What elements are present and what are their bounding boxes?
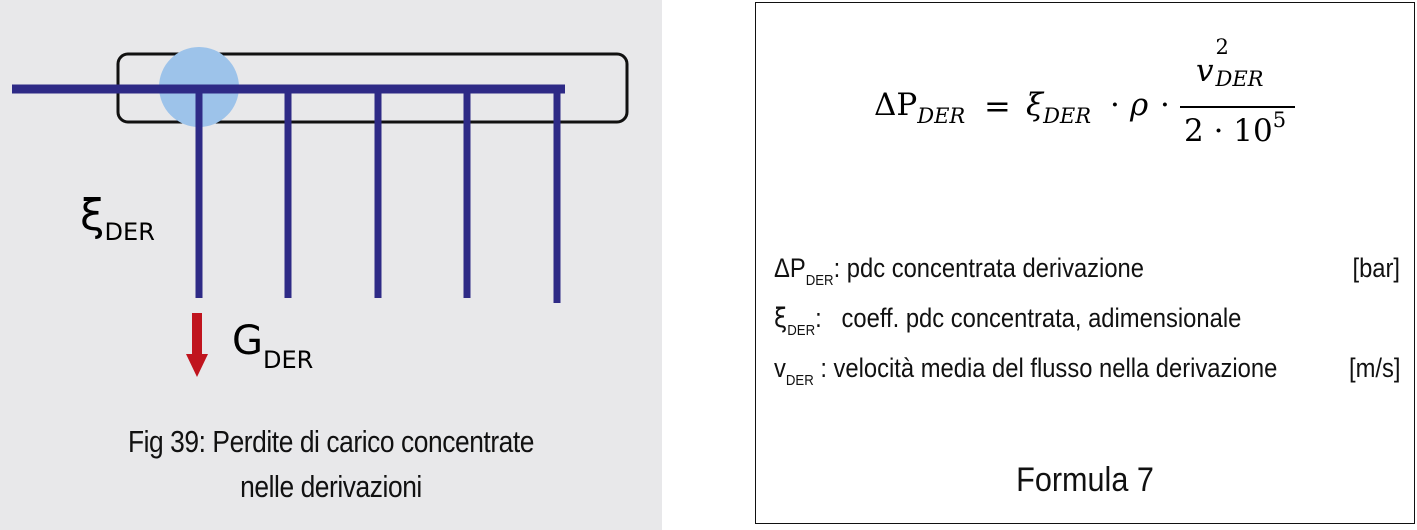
xi-der-label: ξDER: [80, 190, 155, 246]
legend-unit-velocity: [m/s]: [1348, 353, 1400, 383]
branch-diagram: [12, 47, 629, 377]
xi-symbol: ξ: [80, 190, 105, 241]
legend-symbol: v: [774, 353, 786, 383]
formula-equals: =: [984, 87, 1011, 125]
legend-subscript: DER: [805, 272, 834, 289]
legend-symbol: ΔP: [774, 253, 806, 283]
fraction-bar: [1180, 106, 1295, 108]
g-der-label: GDER: [232, 318, 313, 374]
diagram-panel: ξDER GDER Fig 39: Perdite di carico conc…: [0, 0, 662, 530]
legend-subscript: DER: [787, 322, 816, 339]
formula-rho: ρ: [1130, 87, 1149, 123]
figure-caption-line-2: nelle derivazioni: [240, 469, 422, 504]
legend-description: : velocità media del flusso nella deriva…: [813, 353, 1278, 383]
xi-subscript: DER: [104, 218, 155, 246]
formula-dot-2: ·: [1160, 87, 1170, 123]
formula-xi-symbol: ξ: [1026, 87, 1044, 123]
delta-p-subscript: DER: [917, 104, 966, 128]
formula-xi: ξDER: [1026, 87, 1091, 128]
numerator-v: v: [1196, 53, 1214, 89]
denominator-base: 2 · 10: [1184, 113, 1273, 149]
g-symbol: G: [232, 318, 263, 364]
formula-box: ΔPDER = ξDER · ρ · v 2 DER 2 · 105 ΔPDER…: [755, 2, 1415, 524]
numerator-subscript: DER: [1215, 67, 1264, 91]
legend-description: : coeff. pdc concentrata, adimensionale: [815, 303, 1242, 333]
delta-p-symbol: ΔP: [874, 87, 918, 123]
legend-symbol: ξ: [774, 303, 788, 334]
denominator-exponent: 5: [1272, 108, 1287, 132]
figure-caption-line-1: Fig 39: Perdite di carico concentrate: [127, 424, 535, 459]
flow-arrow-head: [186, 354, 208, 377]
fraction-numerator: v 2 DER: [1196, 35, 1274, 91]
fraction-denominator: 2 · 105: [1184, 108, 1286, 149]
g-subscript: DER: [263, 346, 314, 374]
formula-title: Formula 7: [1016, 461, 1154, 499]
legend-row-delta-p: ΔPDER: pdc concentrata derivazione: [774, 253, 1144, 289]
legend-unit-bar: [bar]: [1352, 253, 1400, 283]
formula-xi-subscript: DER: [1043, 104, 1092, 128]
formula-dot-1: ·: [1110, 87, 1120, 123]
flow-arrow-shaft: [192, 313, 202, 357]
formula-lhs: ΔPDER: [874, 87, 965, 128]
numerator-exponent: 2: [1215, 35, 1229, 59]
legend-row-velocity: vDER : velocità media del flusso nella d…: [774, 353, 1278, 389]
legend-row-xi: ξDER: coeff. pdc concentrata, adimension…: [774, 303, 1242, 339]
legend-description: : pdc concentrata derivazione: [833, 253, 1144, 283]
legend-subscript: DER: [785, 372, 814, 389]
